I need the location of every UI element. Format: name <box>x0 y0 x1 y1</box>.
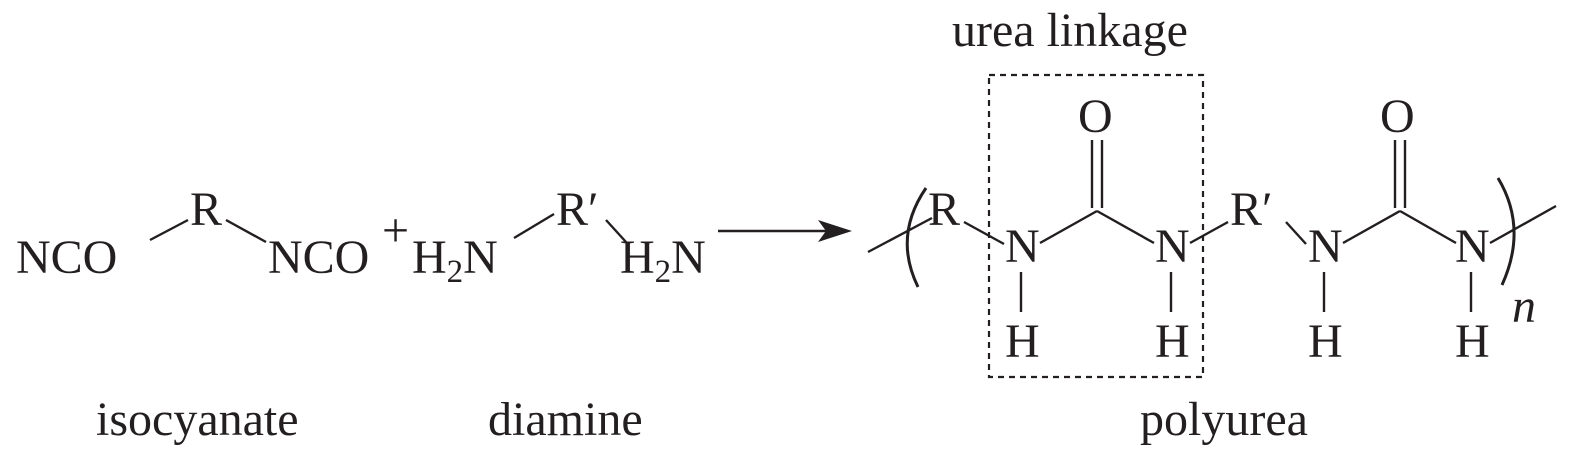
diamine-molecule: H2N R′ H2N <box>412 183 706 290</box>
chain-bond <box>867 216 933 254</box>
polymer-r-prime-group: R′ <box>1230 183 1273 236</box>
bond <box>149 218 189 242</box>
plus-sign: + <box>382 204 409 257</box>
bond <box>1096 209 1155 245</box>
urea-nitrogen: N <box>1308 220 1343 273</box>
urea-hydrogen: H <box>1308 315 1343 368</box>
bond <box>963 220 1005 246</box>
diamine-left-amine: H2N <box>412 231 498 290</box>
urea-hydrogen: H <box>1455 315 1490 368</box>
urea-linkage-box <box>987 73 1205 379</box>
diamine-caption: diamine <box>488 393 643 446</box>
isocyanate-r-group: R <box>190 183 222 236</box>
amine-n: N <box>671 231 706 284</box>
bond <box>1399 209 1457 245</box>
bond <box>225 218 267 244</box>
reaction-arrow <box>718 220 852 242</box>
left-bracket <box>905 187 928 288</box>
chain-bond <box>1489 204 1557 245</box>
amine-subscript: 2 <box>655 254 672 290</box>
urea-hydrogen: H <box>1155 315 1190 368</box>
bond <box>605 219 627 243</box>
isocyanate-left-nco: NCO <box>16 231 117 284</box>
diamine-right-amine: H2N <box>620 231 706 290</box>
polyurea-structure: R N H O N H R′ N H O N H n <box>867 73 1557 379</box>
polymer-r-group: R <box>928 183 960 236</box>
carbonyl-oxygen: O <box>1078 90 1113 143</box>
polyurea-caption: polyurea <box>1140 393 1308 446</box>
amine-h: H <box>620 231 655 284</box>
bond <box>513 212 555 240</box>
arrow-head <box>818 220 852 242</box>
amine-h: H <box>412 231 447 284</box>
urea-nitrogen: N <box>1455 220 1490 273</box>
bond <box>1189 220 1229 245</box>
amine-n: N <box>463 231 498 284</box>
bond <box>1342 209 1401 245</box>
urea-nitrogen: N <box>1155 220 1190 273</box>
diamine-r-prime-group: R′ <box>556 183 599 236</box>
isocyanate-caption: isocyanate <box>96 393 299 446</box>
bond <box>1285 221 1307 245</box>
isocyanate-molecule: NCO R NCO <box>16 183 369 284</box>
urea-nitrogen: N <box>1005 220 1040 273</box>
carbonyl-oxygen: O <box>1380 90 1415 143</box>
repeat-subscript-n: n <box>1512 280 1536 333</box>
bond <box>1039 209 1098 245</box>
amine-subscript: 2 <box>447 254 464 290</box>
urea-linkage-label: urea linkage <box>952 4 1188 57</box>
urea-hydrogen: H <box>1005 315 1040 368</box>
right-bracket <box>1496 177 1516 286</box>
isocyanate-right-nco: NCO <box>268 231 369 284</box>
